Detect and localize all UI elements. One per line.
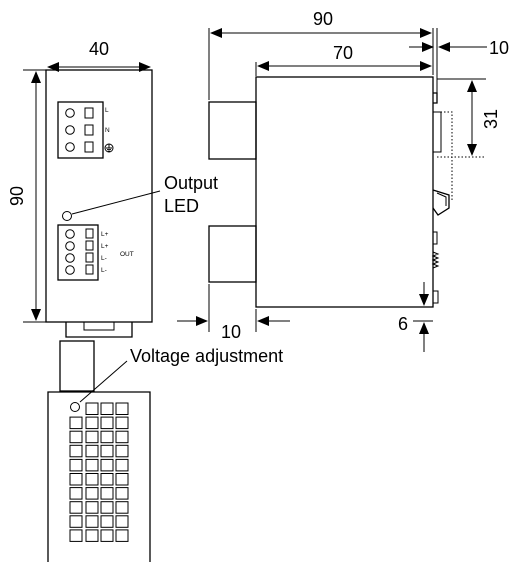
vent-slot (100, 529, 114, 542)
vent-slot (85, 501, 99, 514)
output-led-leader (71, 190, 161, 215)
vent-slot (100, 444, 114, 458)
adjustment-view (47, 340, 151, 562)
vent-slot (115, 402, 129, 415)
vent-slot (69, 529, 83, 542)
front-clip-slot (83, 322, 115, 331)
side-body-depth-label: 70 (333, 43, 353, 63)
vent-slot (69, 458, 83, 472)
vent-slot (69, 501, 83, 514)
vent-slot (100, 402, 114, 415)
vent-slot (100, 501, 114, 514)
out-l-plus-2: L+ (101, 243, 109, 250)
ground-icon (104, 143, 114, 153)
side-din-clip (431, 92, 450, 304)
side-view (208, 76, 486, 308)
vent-slot (100, 430, 114, 444)
vent-slot (85, 529, 99, 542)
vent-slot (85, 515, 99, 528)
bottom-offset-label: 6 (398, 314, 408, 334)
input-n-label: N (105, 127, 110, 134)
vent-slot (69, 473, 83, 486)
vent-slot (69, 444, 83, 458)
voltage-adjust-leader (79, 360, 128, 403)
vent-slot (115, 501, 129, 514)
voltage-adjust-potentiometer (70, 402, 80, 412)
vent-slot (69, 487, 83, 500)
vent-slot (115, 458, 129, 472)
front-bottom-clip (65, 322, 133, 338)
vent-slot (115, 430, 129, 444)
vent-slot (85, 487, 99, 500)
dim-side-total-depth (208, 28, 434, 100)
height-label: 90 (7, 186, 27, 206)
out-l-minus-2: L- (101, 267, 107, 274)
output-terminal-block (57, 224, 99, 281)
vent-slot (100, 487, 114, 500)
vent-slot (100, 515, 114, 528)
dim-height (23, 69, 46, 323)
output-led (62, 211, 72, 221)
front-housing (45, 69, 153, 323)
output-led-callout-line2: LED (164, 196, 199, 216)
vent-slot (115, 416, 129, 430)
dim-bottom-offset (413, 282, 433, 352)
front-view: L N L+ L+ L- L- OUT (45, 69, 153, 338)
vent-slot (85, 430, 99, 444)
rail-offset-label: 10 (489, 38, 509, 58)
vent-slot (115, 473, 129, 486)
output-led-callout-line1: Output (164, 173, 218, 193)
vent-slot (115, 444, 129, 458)
dim-side-body-depth (255, 61, 432, 76)
input-terminal-block (57, 101, 104, 159)
dim-terminal-protrusion (177, 284, 290, 332)
side-output-terminal (208, 225, 257, 283)
vent-slot (85, 473, 99, 486)
dim-rail-offset (409, 28, 487, 95)
vent-slot (69, 515, 83, 528)
terminal-protrusion-label: 10 (221, 322, 241, 342)
dim-rail-height (437, 78, 486, 156)
vent-slot (100, 473, 114, 486)
out-group-label: OUT (120, 251, 134, 258)
vent-slot (115, 529, 129, 542)
vent-slot (69, 430, 83, 444)
voltage-adjust-callout: Voltage adjustment (130, 346, 283, 366)
side-input-terminal (208, 101, 257, 160)
vent-slot (115, 515, 129, 528)
top-housing (47, 391, 151, 562)
out-l-plus-1: L+ (101, 231, 109, 238)
rail-height-label: 31 (481, 109, 501, 129)
front-width-label: 40 (89, 39, 109, 59)
vent-slot (85, 402, 99, 415)
vent-slot (85, 416, 99, 430)
din-rail-outline (437, 111, 453, 200)
vent-slot (69, 416, 83, 430)
input-l-label: L (105, 107, 109, 114)
vent-slot (100, 416, 114, 430)
out-l-minus-1: L- (101, 255, 107, 262)
vent-slot (115, 487, 129, 500)
vent-grid (69, 402, 129, 542)
side-housing (255, 76, 434, 308)
vent-slot (100, 458, 114, 472)
top-connector (59, 340, 95, 392)
vent-slot (85, 444, 99, 458)
side-total-depth-label: 90 (313, 9, 333, 29)
vent-slot (85, 458, 99, 472)
